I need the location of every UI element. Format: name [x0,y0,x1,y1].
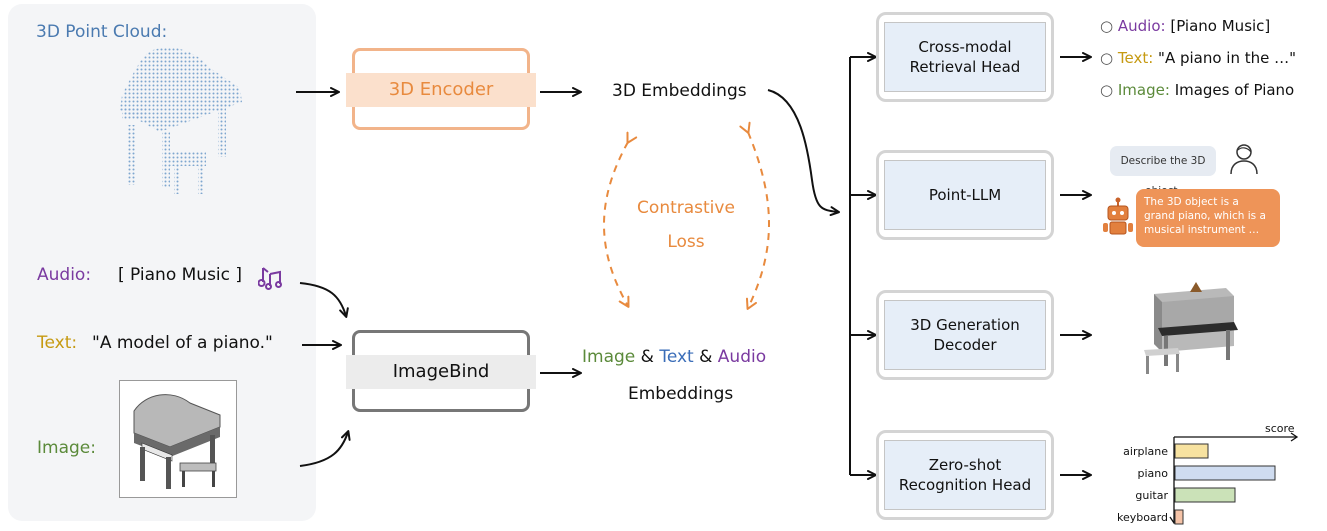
retrieval-output-text: ○ Text: "A piano in the …" [1100,42,1296,74]
recognition-chart: score airplane piano guitar keyboard [1117,422,1299,525]
text-label: Text: [37,333,78,353]
retrieval-key: Image: [1117,81,1170,99]
point-llm-frame [876,150,1054,240]
retrieval-head-line2: Retrieval Head [909,58,1021,76]
score-bar-keyboard [1174,509,1184,525]
score-axis-label: score [1265,422,1295,435]
contrastive-loss-line1: Contrastive [637,198,735,218]
generation-decoder-frame [876,290,1054,380]
imagebind-label: ImageBind [346,355,536,389]
retrieval-head: Cross-modal Retrieval Head [884,22,1046,92]
point-cloud-image [120,47,242,194]
score-bar-airplane [1174,443,1209,459]
point-cloud-label: 3D Point Cloud: [36,22,168,42]
retrieval-output-audio: ○ Audio: [Piano Music] [1100,10,1296,42]
image-label: Image: [37,438,96,458]
retrieval-output-image: ○ Image: Images of Piano [1100,74,1296,106]
bullet-icon: ○ [1100,81,1114,99]
bullet-icon: ○ [1100,49,1114,67]
recognition-line1: Zero-shot [928,456,1002,474]
recognition-head: Zero-shot Recognition Head [884,440,1046,510]
piano-icon [133,394,221,489]
bullet-icon: ○ [1100,17,1114,35]
retrieval-key: Text: [1117,49,1154,67]
generation-line1: 3D Generation [910,316,1020,334]
embeddings-3d-label: 3D Embeddings [612,81,747,101]
generation-decoder-head: 3D Generation Decoder [884,300,1046,370]
retrieval-value: "A piano in the …" [1158,49,1297,67]
audio-word: Audio [717,347,767,367]
retrieval-value: [Piano Music] [1170,17,1271,35]
audio-value: [ Piano Music ] [118,265,243,285]
recognition-line2: Recognition Head [898,476,1032,494]
encoder-3d-label: 3D Encoder [346,73,536,107]
retrieval-head-frame [876,12,1054,102]
retrieval-outputs: ○ Audio: [Piano Music] ○ Text: "A piano … [1100,10,1296,106]
audio-label: Audio: [37,265,92,285]
music-note-icon [258,267,282,290]
retrieval-head-line1: Cross-modal [918,38,1012,56]
text-value: "A model of a piano." [92,333,273,353]
ampersand-1: & [640,347,654,367]
score-axis-arrow [1290,432,1299,442]
multimodal-embeddings-line: Image & Text & Audio [582,347,766,367]
bar-label-guitar: guitar [1135,489,1168,502]
score-bar-piano [1174,465,1276,481]
recognition-head-frame [876,430,1054,520]
retrieval-value: Images of Piano [1174,81,1295,99]
point-llm-label: Point-LLM [928,186,1002,204]
bar-label-piano: piano [1138,467,1169,480]
point-llm-head: Point-LLM [884,160,1046,230]
score-bar-guitar [1174,487,1236,503]
contrastive-loss-line2: Loss [667,232,705,252]
piano-image [119,380,237,498]
robot-icon [1103,197,1133,235]
bot-message-bubble: The 3D object is a grand piano, which is… [1136,189,1280,247]
embeddings-word: Embeddings [628,384,734,404]
generation-line2: Decoder [933,336,997,354]
text-word: Text [659,347,694,367]
ampersand-2: & [699,347,713,367]
retrieval-key: Audio: [1117,17,1166,35]
bar-label-keyboard: keyboard [1117,511,1168,524]
bar-label-airplane: airplane [1123,445,1168,458]
user-message-bubble: Describe the 3D object. [1110,146,1216,197]
user-avatar-icon [1230,144,1258,175]
image-word: Image [582,347,636,367]
generated-piano-icon [1144,282,1238,374]
